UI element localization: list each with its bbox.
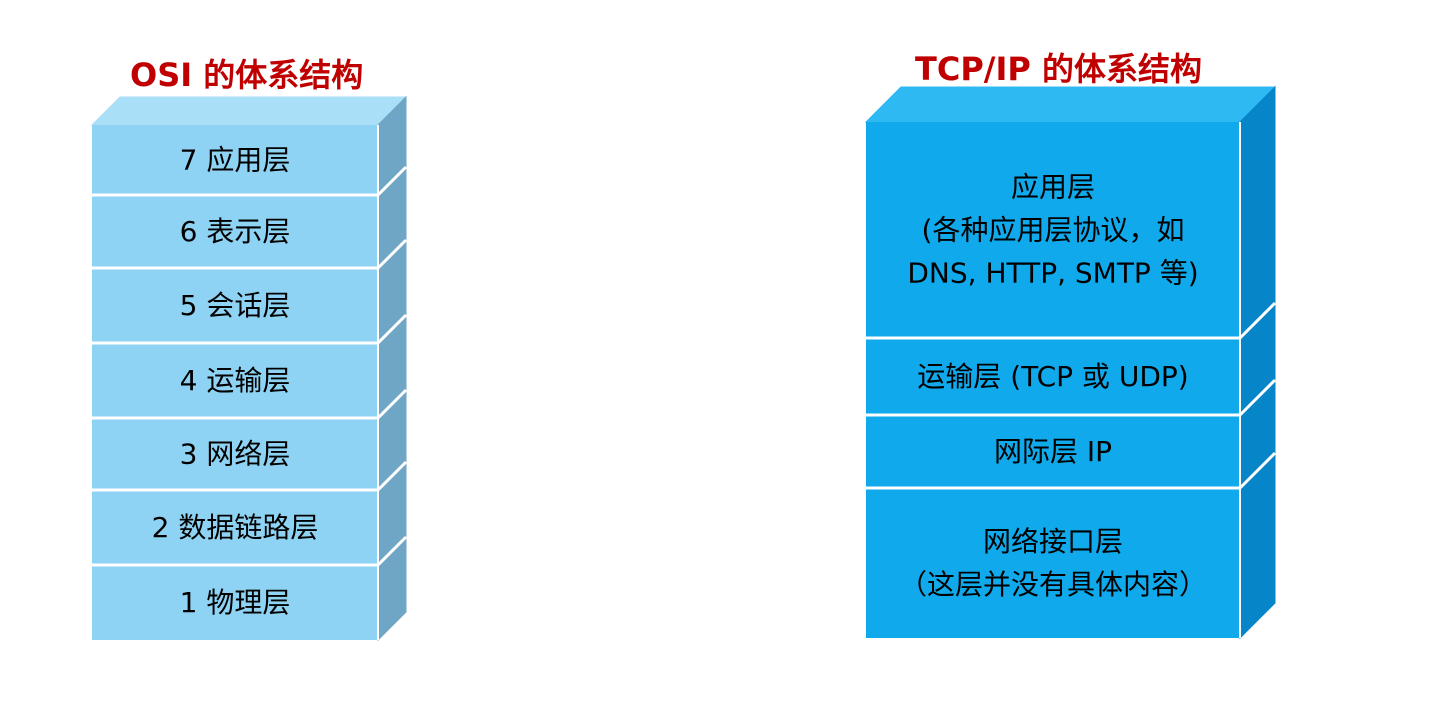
- osi-layer: 3 网络层: [92, 418, 378, 490]
- tcpip-separator-side: [1238, 451, 1277, 490]
- osi-layer-box: [92, 565, 378, 640]
- osi-layer-box: [92, 125, 378, 195]
- osi-top-face: [90, 96, 408, 126]
- osi-layer-box: [92, 268, 378, 343]
- osi-layer-label: 2 数据链路层: [152, 511, 319, 544]
- osi-layer-box: [92, 418, 378, 490]
- tcpip-side-face: [1239, 85, 1276, 640]
- osi-layer-label: 4 运输层: [180, 364, 291, 397]
- tcpip-layer-label: 运输层 (TCP 或 UDP): [917, 360, 1188, 393]
- osi-separator-side: [376, 535, 408, 567]
- tcpip-layer-label: 应用层: [1011, 171, 1095, 204]
- osi-separator-side: [376, 238, 408, 270]
- tcpip-layer-box: [866, 488, 1240, 638]
- tcpip-layer: 网络接口层 （这层并没有具体内容）: [866, 488, 1240, 638]
- osi-separator-side: [376, 460, 408, 492]
- tcpip-stack: 应用层 (各种应用层协议，如 DNS, HTTP, SMTP 等) 运输层 (TCP …: [864, 85, 1277, 640]
- osi-layer-label: 3 网络层: [180, 438, 291, 471]
- osi-layer: 7 应用层: [92, 125, 378, 195]
- tcpip-layer-box: [866, 415, 1240, 488]
- osi-layer-box: [92, 490, 378, 565]
- osi-layer-label: 6 表示层: [180, 215, 291, 248]
- osi-layer: 6 表示层: [92, 195, 378, 268]
- osi-layer: 5 会话层: [92, 268, 378, 343]
- osi-stack: 7 应用层 6 表示层 5 会话层 4 运输层 3 网络层 2 数据链路层 1 物理层: [90, 95, 408, 642]
- tcpip-layer: 应用层 (各种应用层协议，如 DNS, HTTP, SMTP 等): [866, 122, 1240, 338]
- osi-separator-side: [376, 313, 408, 345]
- osi-separator-side: [376, 388, 408, 420]
- osi-layer-box: [92, 195, 378, 268]
- osi-side-face: [377, 95, 407, 642]
- tcpip-layer-box: [866, 338, 1240, 415]
- tcpip-layer-label: 网际层 IP: [994, 435, 1112, 468]
- tcpip-separator-side: [1238, 378, 1277, 417]
- osi-layer-box: [92, 343, 378, 418]
- osi-layer: 2 数据链路层: [92, 490, 378, 565]
- osi-layer-label: 7 应用层: [180, 144, 291, 177]
- tcpip-layer: 运输层 (TCP 或 UDP): [866, 338, 1240, 415]
- tcpip-layer: 网际层 IP: [866, 415, 1240, 488]
- tcpip-layer-label: DNS, HTTP, SMTP 等): [907, 257, 1198, 290]
- tcpip-layer-label: （这层并没有具体内容）: [899, 568, 1207, 601]
- osi-title: OSI 的体系结构: [130, 56, 364, 94]
- osi-layer: 1 物理层: [92, 565, 378, 640]
- tcpip-layer-label: (各种应用层协议，如: [922, 214, 1185, 247]
- osi-layer-label: 5 会话层: [180, 289, 291, 322]
- tcpip-separator-side: [1238, 301, 1277, 340]
- osi-separator-side: [376, 165, 408, 197]
- tcpip-title: TCP/IP 的体系结构: [915, 50, 1202, 88]
- osi-layer: 4 运输层: [92, 343, 378, 418]
- tcpip-top-face: [864, 86, 1277, 123]
- tcpip-layer-box: [866, 122, 1240, 338]
- tcpip-layer-label: 网络接口层: [983, 525, 1123, 558]
- osi-layer-label: 1 物理层: [180, 586, 291, 619]
